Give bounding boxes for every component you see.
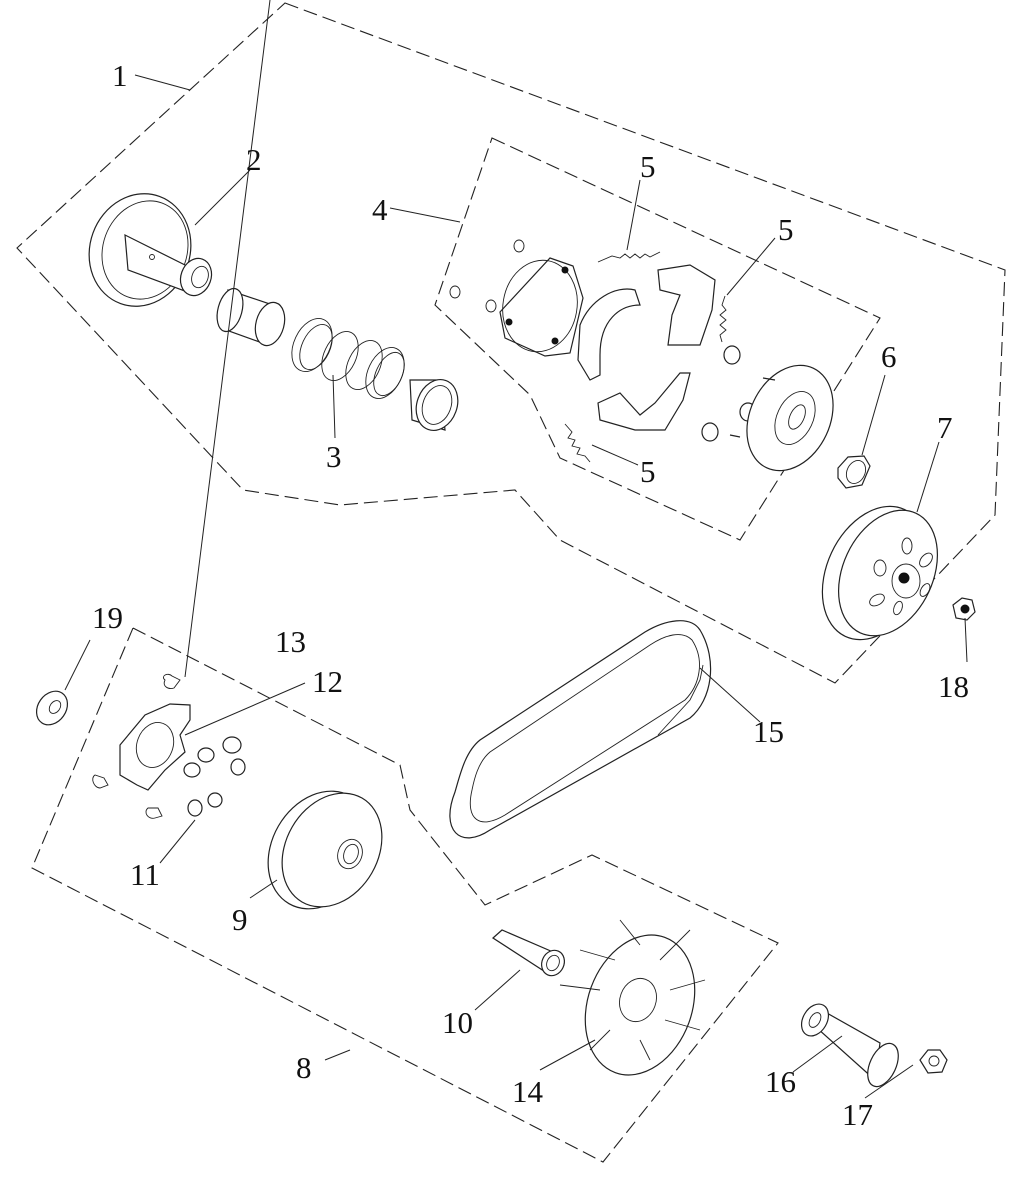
driven-sheave-drawing	[88, 193, 213, 307]
callout-7: 7	[937, 410, 953, 445]
callout-1: 1	[112, 58, 128, 93]
callout-6: 6	[881, 339, 897, 374]
callout-8: 8	[296, 1050, 312, 1085]
callout-9: 9	[232, 902, 248, 937]
callout-17: 17	[842, 1097, 873, 1132]
starter-pawl-sleeve-drawing	[800, 1003, 899, 1088]
movable-drive-face-drawing	[267, 790, 383, 910]
drive-face-bushing-drawing	[492, 929, 565, 977]
drive-belt-drawing	[449, 620, 712, 839]
clutch-shoe-assembly-drawing	[449, 239, 834, 472]
callout-12: 12	[312, 664, 343, 699]
clutch-nut-drawing	[837, 455, 871, 489]
callout-15: 15	[753, 714, 784, 749]
weight-rollers-drawing	[183, 736, 246, 817]
group-8-boundary	[31, 627, 779, 1163]
callout-10: 10	[442, 1005, 473, 1040]
callout-19: 19	[92, 600, 123, 635]
callout-13: 13	[275, 624, 306, 659]
clutch-bell-nut-drawing	[952, 597, 976, 621]
group-4-boundary	[434, 137, 881, 541]
fan-drawing	[559, 919, 706, 1076]
callout-5c: 5	[640, 454, 656, 489]
callout-2: 2	[246, 142, 262, 177]
clutch-bell-drawing	[821, 505, 939, 641]
callout-14: 14	[512, 1074, 544, 1109]
leader-lines	[64, 0, 968, 1099]
callout-16: 16	[765, 1064, 796, 1099]
callout-4: 4	[372, 192, 388, 227]
collar-drawing	[409, 379, 459, 431]
washer-drawing	[35, 690, 69, 726]
group-1-boundary	[16, 2, 1006, 684]
callout-11: 11	[130, 857, 160, 892]
ramp-plate-drawing	[92, 673, 191, 819]
callout-5b: 5	[778, 212, 794, 247]
callout-5a: 5	[640, 149, 656, 184]
drive-face-nut-drawing	[919, 1049, 948, 1074]
torque-spring-drawing	[291, 318, 405, 399]
bushing-drawing	[216, 287, 286, 347]
callout-3: 3	[326, 439, 342, 474]
callout-18: 18	[938, 669, 969, 704]
